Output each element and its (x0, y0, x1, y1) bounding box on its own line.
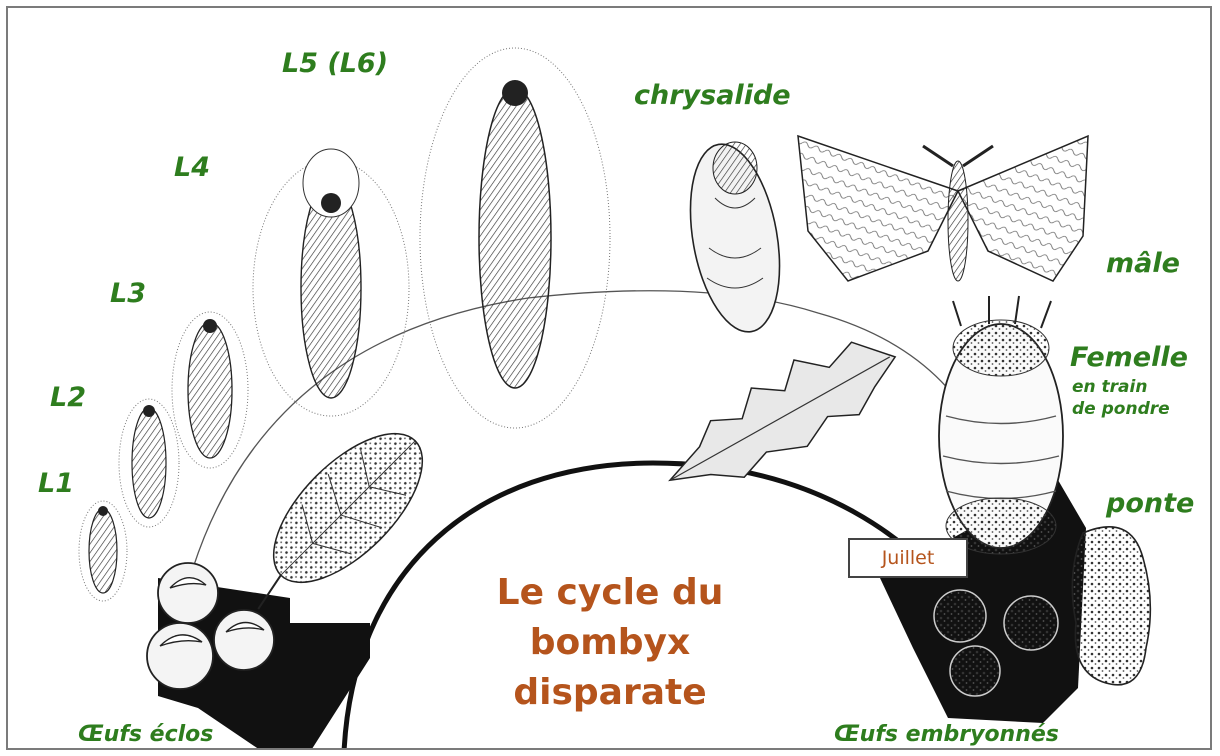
larva-icon-l5 (420, 48, 610, 428)
title-line-1: Le cycle du (460, 568, 760, 618)
label-chrysalide: chrysalide (634, 82, 791, 109)
label-l5: L5 (L6) (282, 50, 388, 77)
egg-mass-icon (1072, 527, 1150, 685)
larva-icon-l2 (119, 399, 179, 527)
moth-icon-male (798, 136, 1088, 281)
diagram-frame: L1 L2 L3 L4 L5 (L6) chrysalide mâle Feme… (6, 6, 1212, 750)
label-femelle-note-2: de pondre (1072, 398, 1170, 420)
label-femelle: Femelle (1070, 344, 1188, 371)
label-l1: L1 (38, 470, 74, 497)
pupa-icon (677, 137, 793, 339)
diagram-title: Le cycle du bombyx disparate (460, 568, 760, 718)
label-l2: L2 (50, 384, 86, 411)
egg-icon-hatched-3 (214, 610, 274, 670)
leaf-icon-oak (646, 324, 916, 503)
female-moth-icon (939, 296, 1063, 554)
larva-icon-l4 (253, 149, 409, 416)
title-line-2: bombyx disparate (460, 618, 760, 718)
month-box: Juillet (848, 538, 968, 578)
larva-icon-l1 (79, 501, 127, 601)
label-l4: L4 (174, 154, 210, 181)
label-male: mâle (1106, 250, 1180, 277)
egg-icon-embryonated-3 (950, 646, 1000, 696)
egg-icon-embryonated-2 (1004, 596, 1058, 650)
label-oeufs-embryonnes: Œufs embryonnés (834, 724, 1059, 746)
label-ponte: ponte (1106, 490, 1194, 517)
label-femelle-note-1: en train (1072, 376, 1147, 398)
label-l3: L3 (110, 280, 146, 307)
egg-icon-hatched-2 (147, 623, 213, 689)
egg-icon-hatched-1 (158, 563, 218, 623)
label-oeufs-eclos: Œufs éclos (78, 724, 213, 746)
larva-icon-l3 (172, 312, 248, 468)
egg-icon-embryonated-1 (934, 590, 986, 642)
